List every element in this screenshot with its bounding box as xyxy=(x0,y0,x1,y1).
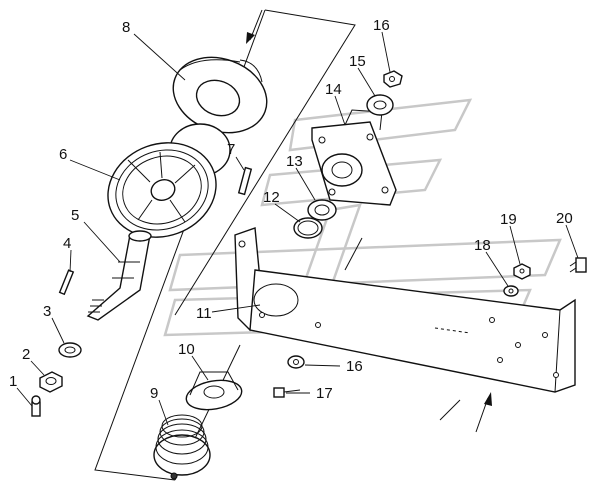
callout-2: 2 xyxy=(22,346,30,363)
callout-14: 14 xyxy=(325,81,342,98)
spring-seat-part xyxy=(185,371,243,411)
callout-9: 9 xyxy=(150,385,158,402)
leader-lines xyxy=(16,31,579,426)
callout-20: 20 xyxy=(556,210,573,227)
bearing-part xyxy=(307,199,337,221)
callout-12: 12 xyxy=(263,189,280,206)
circlip-part xyxy=(293,217,323,239)
right-bolt-part xyxy=(569,257,587,273)
callout-15: 15 xyxy=(349,53,366,70)
washer-part xyxy=(58,342,82,358)
callout-10: 10 xyxy=(178,341,195,358)
bracket-plate-part xyxy=(234,227,576,393)
callout-16-middle: 16 xyxy=(346,358,363,375)
callout-19: 19 xyxy=(500,211,517,228)
direction-arrow-top xyxy=(246,9,263,44)
spring-part xyxy=(153,414,211,480)
right-nut-part xyxy=(513,263,531,280)
callout-18: 18 xyxy=(474,237,491,254)
small-bearing-part xyxy=(366,94,394,116)
pulley-wheel-part xyxy=(107,123,231,238)
callout-8: 8 xyxy=(122,19,130,36)
callout-7: 7 xyxy=(227,141,235,158)
nut-part xyxy=(39,371,63,393)
callout-3: 3 xyxy=(43,303,51,320)
middle-nut-part xyxy=(287,355,305,369)
key-part xyxy=(58,269,75,296)
bearing-housing-part xyxy=(311,109,397,206)
callout-labels: 1 2 3 4 5 6 7 8 9 10 11 12 13 14 15 16 1… xyxy=(9,17,573,402)
callout-11: 11 xyxy=(196,305,212,322)
callout-4: 4 xyxy=(63,235,71,252)
right-washer-part xyxy=(503,285,519,297)
callout-5: 5 xyxy=(71,207,79,224)
direction-arrow-bottom xyxy=(475,392,492,433)
callout-13: 13 xyxy=(286,153,303,170)
callout-1: 1 xyxy=(9,373,17,390)
callout-16-top: 16 xyxy=(373,17,390,34)
callout-6: 6 xyxy=(59,146,67,163)
grease-fitting-part xyxy=(31,395,41,417)
bolt-part xyxy=(273,387,301,398)
top-nut-part xyxy=(383,70,403,88)
hub-cover-part xyxy=(172,56,268,134)
callout-17: 17 xyxy=(316,385,333,402)
shaft-part xyxy=(86,230,152,321)
pin-part xyxy=(237,166,253,196)
